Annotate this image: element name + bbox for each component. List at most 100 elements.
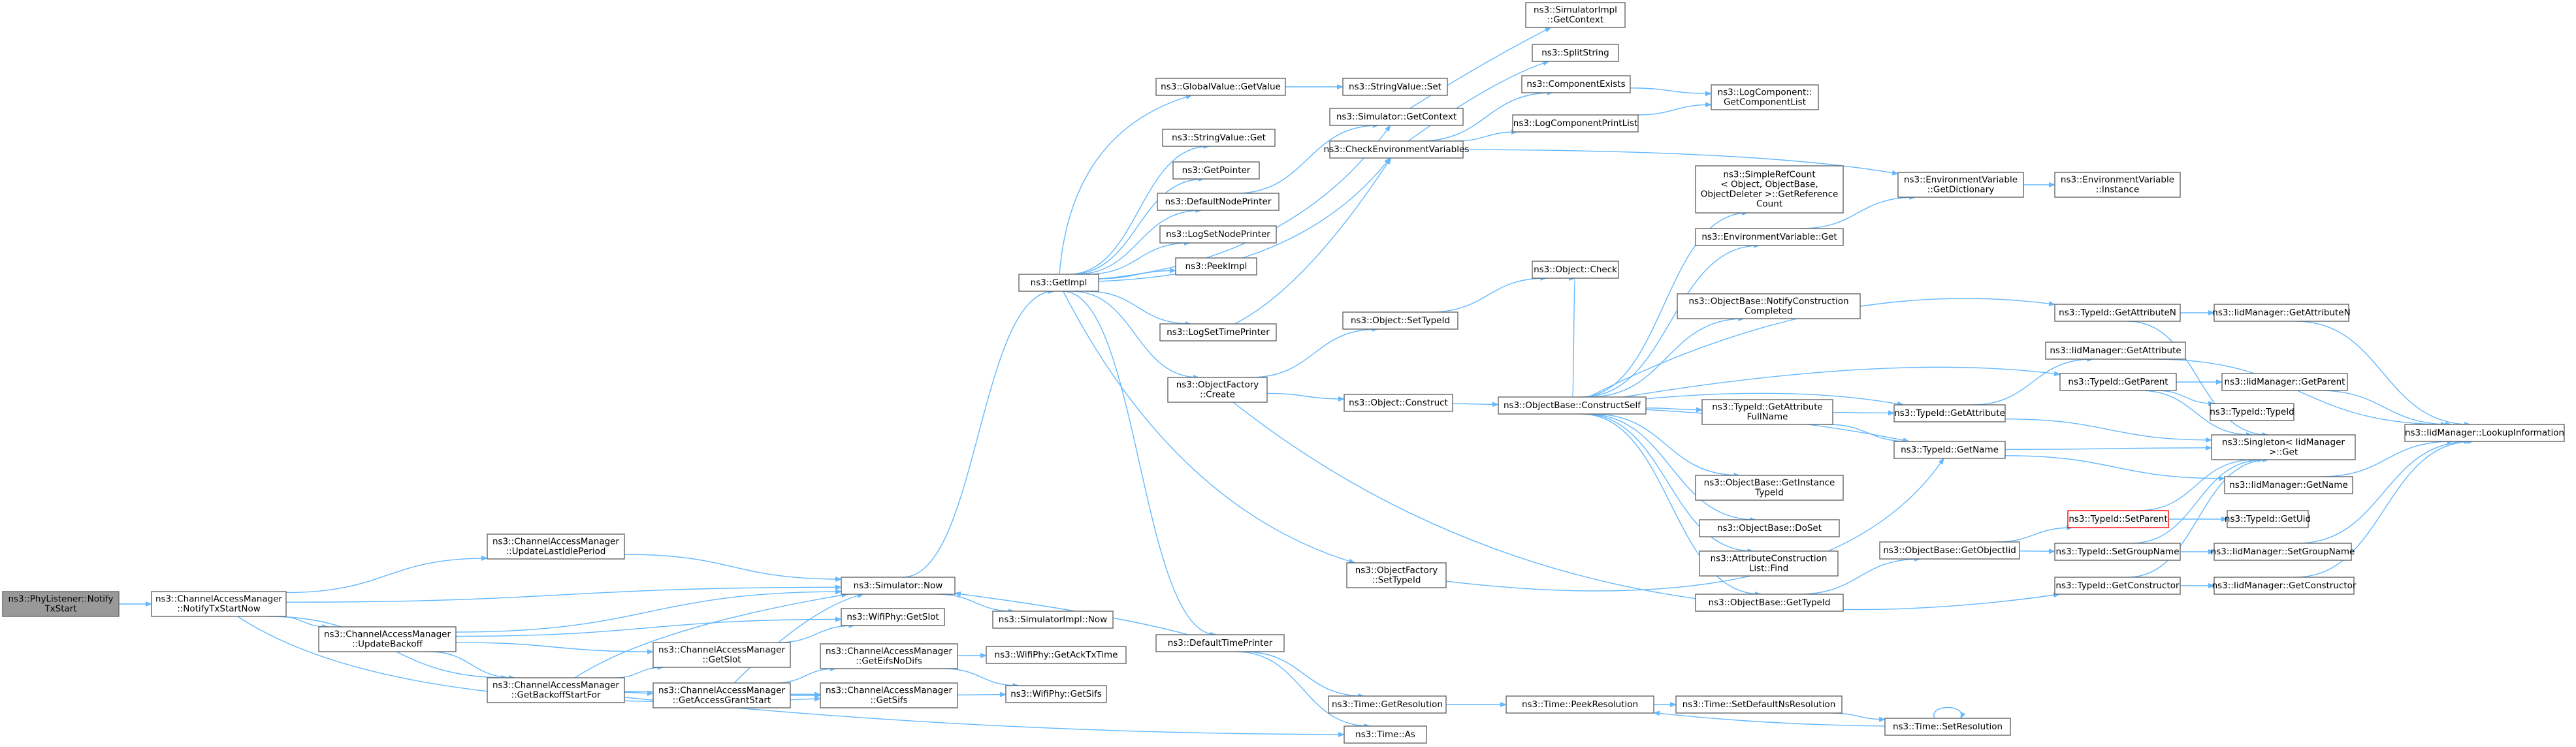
node-box[interactable] xyxy=(2054,543,2181,561)
graph-node-n50[interactable]: ns3::IidManager::GetAttribute xyxy=(2045,342,2186,360)
node-box[interactable] xyxy=(1695,594,1844,612)
graph-node-n64[interactable]: ns3::IidManager::GetConstructor xyxy=(2212,577,2357,595)
node-box[interactable] xyxy=(2211,434,2356,460)
graph-node-n32[interactable]: ns3::LogComponentPrintList xyxy=(1512,114,1639,133)
node-box[interactable] xyxy=(1711,84,1819,110)
graph-node-n54[interactable]: ns3::TypeId::GetAttribute xyxy=(1893,404,2006,422)
node-box[interactable] xyxy=(1157,193,1280,211)
graph-node-n47[interactable]: ns3::ObjectBase::GetTypeId xyxy=(1695,594,1844,612)
node-box[interactable] xyxy=(1342,311,1458,330)
node-box[interactable] xyxy=(1328,695,1447,714)
node-box[interactable] xyxy=(1532,261,1619,279)
graph-node-n36[interactable]: ns3::Object::SetTypeId xyxy=(1342,311,1458,330)
node-box[interactable] xyxy=(2404,424,2565,442)
node-box[interactable] xyxy=(1498,396,1647,415)
node-box[interactable] xyxy=(1893,404,2006,422)
node-box[interactable] xyxy=(841,608,945,626)
graph-node-n68[interactable]: ns3::Time::SetDefaultNsResolution xyxy=(1675,695,1843,714)
graph-node-n14[interactable]: ns3::SimulatorImpl::Now xyxy=(992,611,1114,629)
node-box[interactable] xyxy=(318,626,457,652)
node-box[interactable] xyxy=(1162,129,1276,147)
graph-node-n58[interactable]: ns3::ObjectBase::GetObjectIid xyxy=(1879,541,2020,560)
node-box[interactable] xyxy=(2227,510,2309,528)
graph-node-n24[interactable]: ns3::ObjectFactory::Create xyxy=(1167,377,1268,403)
graph-node-n19[interactable]: ns3::GetPointer xyxy=(1172,161,1260,180)
graph-node-n13[interactable]: ns3::WifiPhy::GetSifs xyxy=(1005,685,1107,703)
graph-node-n63[interactable]: ns3::TypeId::GetConstructor xyxy=(2054,577,2181,595)
graph-node-n53[interactable]: ns3::TypeId::TypeId xyxy=(2210,403,2294,421)
graph-node-n60[interactable]: ns3::TypeId::GetUid xyxy=(2225,510,2311,528)
graph-node-n35[interactable]: ns3::EnvironmentVariable::Instance xyxy=(2054,172,2181,198)
node-box[interactable] xyxy=(2224,476,2353,494)
node-box[interactable] xyxy=(1677,293,1861,319)
node-box[interactable] xyxy=(2221,373,2348,391)
node-box[interactable] xyxy=(487,677,625,703)
node-box[interactable] xyxy=(1879,541,2020,560)
node-box[interactable] xyxy=(1521,75,1631,93)
node-box[interactable] xyxy=(652,642,791,668)
node-box[interactable] xyxy=(1159,323,1277,342)
node-box[interactable] xyxy=(1695,165,1844,214)
node-box[interactable] xyxy=(1342,78,1448,96)
graph-node-n18[interactable]: ns3::StringValue::Get xyxy=(1162,129,1276,147)
node-box[interactable] xyxy=(986,646,1127,664)
node-box[interactable] xyxy=(2067,510,2169,528)
graph-node-n40[interactable]: ns3::SimpleRefCount< Object, ObjectBase,… xyxy=(1695,165,1844,214)
node-box[interactable] xyxy=(1525,2,1626,28)
graph-node-n66[interactable]: ns3::Time::GetResolution xyxy=(1328,695,1447,714)
node-box[interactable] xyxy=(2054,304,2181,322)
graph-node-n65[interactable]: ns3::IidManager::LookupInformation xyxy=(2404,424,2565,442)
node-box[interactable] xyxy=(151,591,287,617)
graph-node-n11[interactable]: ns3::ChannelAccessManager::GetEifsNoDifs xyxy=(820,643,958,669)
node-box[interactable] xyxy=(1005,685,1107,703)
node-box[interactable] xyxy=(2045,342,2186,360)
graph-node-n38[interactable]: ns3::Object::Construct xyxy=(1344,394,1453,412)
node-box[interactable] xyxy=(1175,257,1257,276)
graph-node-n62[interactable]: ns3::IidManager::SetGroupName xyxy=(2211,543,2355,561)
graph-node-n9[interactable]: ns3::ChannelAccessManager::GetSifs xyxy=(820,682,958,708)
graph-node-n10[interactable]: ns3::WifiPhy::GetSlot xyxy=(841,608,945,626)
graph-node-n61[interactable]: ns3::TypeId::SetGroupName xyxy=(2054,543,2181,561)
node-box[interactable] xyxy=(2054,577,2181,595)
node-box[interactable] xyxy=(1695,228,1844,246)
graph-node-n34[interactable]: ns3::EnvironmentVariable::GetDictionary xyxy=(1897,172,2024,198)
graph-node-n59[interactable]: ns3::TypeId::SetParent xyxy=(2067,510,2169,528)
graph-node-n41[interactable]: ns3::EnvironmentVariable::Get xyxy=(1695,228,1844,246)
graph-node-n6[interactable]: ns3::ChannelAccessManager::GetSlot xyxy=(652,642,791,668)
graph-node-n27[interactable]: ns3::Simulator::GetContext xyxy=(1329,108,1464,126)
node-box[interactable] xyxy=(820,682,958,708)
node-box[interactable] xyxy=(2054,172,2181,198)
node-box[interactable] xyxy=(820,643,958,669)
graph-node-n15[interactable]: ns3::GetImpl xyxy=(1018,274,1099,292)
graph-node-n30[interactable]: ns3::SplitString xyxy=(1532,44,1619,62)
graph-node-n48[interactable]: ns3::TypeId::GetAttributeN xyxy=(2054,304,2181,322)
node-box[interactable] xyxy=(652,682,791,708)
node-box[interactable] xyxy=(2059,373,2177,391)
graph-node-n28[interactable]: ns3::CheckEnvironmentVariables xyxy=(1324,140,1470,159)
graph-node-n39[interactable]: ns3::ObjectBase::ConstructSelf xyxy=(1498,396,1647,415)
graph-node-n21[interactable]: ns3::LogSetNodePrinter xyxy=(1159,225,1277,244)
node-box[interactable] xyxy=(1695,475,1844,501)
node-box[interactable] xyxy=(1155,634,1285,652)
graph-node-n49[interactable]: ns3::IidManager::GetAttributeN xyxy=(2212,304,2351,322)
graph-node-n37[interactable]: ns3::Object::Check xyxy=(1532,261,1619,279)
graph-node-n26[interactable]: ns3::DefaultTimePrinter xyxy=(1155,634,1285,652)
graph-node-n52[interactable]: ns3::IidManager::GetParent xyxy=(2221,373,2348,391)
node-box[interactable] xyxy=(992,611,1114,629)
graph-node-n29[interactable]: ns3::SimulatorImpl::GetContext xyxy=(1525,2,1626,28)
graph-node-n55[interactable]: ns3::Singleton< IidManager>::Get xyxy=(2211,434,2356,460)
graph-node-n3[interactable]: ns3::ChannelAccessManager::UpdateLastIdl… xyxy=(487,533,625,560)
graph-node-n57[interactable]: ns3::IidManager::GetName xyxy=(2224,476,2353,494)
graph-node-n67[interactable]: ns3::Time::PeekResolution xyxy=(1505,695,1654,714)
node-box[interactable] xyxy=(1884,718,2011,736)
node-box[interactable] xyxy=(487,533,625,560)
graph-node-n70[interactable]: ns3::Time::As xyxy=(1344,725,1427,744)
graph-node-n1[interactable]: ns3::PhyListener::NotifyTxStart xyxy=(2,591,120,617)
node-box[interactable] xyxy=(2214,577,2355,595)
node-box[interactable] xyxy=(1172,161,1260,180)
node-box[interactable] xyxy=(1505,695,1654,714)
node-box[interactable] xyxy=(1344,725,1427,744)
node-box[interactable] xyxy=(1512,114,1639,133)
graph-node-n22[interactable]: ns3::PeekImpl xyxy=(1175,257,1257,276)
